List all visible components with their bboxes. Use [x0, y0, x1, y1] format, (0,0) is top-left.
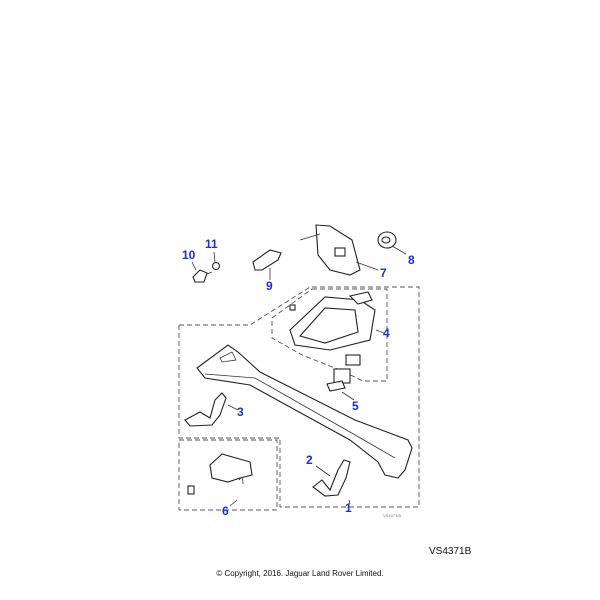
callout-1[interactable]: 1 — [345, 501, 352, 515]
callout-9[interactable]: 9 — [266, 279, 273, 293]
part-2-bracket — [312, 459, 351, 497]
callout-8[interactable]: 8 — [408, 253, 415, 267]
part-8-cap — [377, 231, 407, 255]
callout-4[interactable]: 4 — [383, 326, 390, 340]
part-4-bezel — [289, 291, 376, 351]
copyright-notice: © Copyright, 2016. Jaguar Land Rover Lim… — [216, 569, 384, 578]
part-10-fastener — [191, 261, 213, 283]
part-7-cover — [299, 224, 379, 276]
diagram-reference: VS4371B — [429, 546, 472, 557]
part-1-panel — [196, 344, 413, 479]
part-6-bracket — [187, 453, 253, 495]
callout-2[interactable]: 2 — [306, 453, 313, 467]
part-11-nut — [211, 251, 221, 271]
leader-lines — [227, 329, 385, 507]
part-5-clips — [326, 354, 361, 392]
part-3-bracket — [184, 392, 227, 427]
callout-6[interactable]: 6 — [222, 504, 229, 518]
callout-7[interactable]: 7 — [380, 266, 387, 280]
group-outline-1 — [178, 286, 420, 508]
callout-5[interactable]: 5 — [352, 399, 359, 413]
callout-10[interactable]: 10 — [182, 248, 196, 262]
callout-11[interactable]: 11 — [205, 237, 218, 251]
group-outline-6 — [178, 439, 278, 511]
figure-code: VS4371/B — [383, 513, 401, 518]
callout-3[interactable]: 3 — [237, 405, 244, 419]
part-9-connector — [252, 249, 282, 280]
